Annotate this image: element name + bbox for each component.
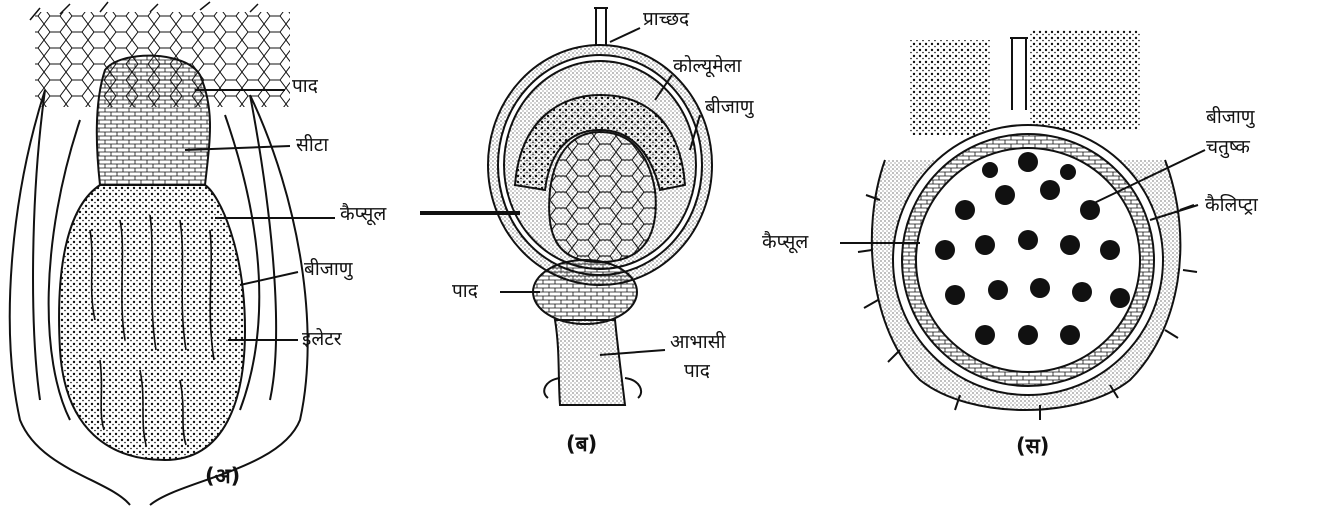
figure-a-drawing bbox=[10, 2, 308, 505]
figure-b-label-spores: बीजाणु bbox=[705, 98, 754, 117]
figure-c-caption: (स) bbox=[1016, 436, 1049, 457]
figure-c-label-spore-tetrad-line2: चतुष्क bbox=[1206, 138, 1250, 157]
figure-b-label-columella: कोल्यूमेला bbox=[673, 57, 741, 76]
figure-a-label-spores: बीजाणु bbox=[304, 260, 353, 279]
figure-b-label-foot: पाद bbox=[452, 282, 478, 301]
figure-c-drawing bbox=[858, 30, 1197, 420]
figure-b-label-pseudopodium-line2: पाद bbox=[684, 362, 710, 381]
figure-a-label-elater: इलेटर bbox=[302, 330, 342, 349]
figure-c-label-capsule: कैप्सूल bbox=[762, 233, 808, 252]
figure-c-label-spore-tetrad-line1: बीजाणु bbox=[1206, 108, 1255, 127]
figure-b-label-pseudopodium-line1: आभासी bbox=[670, 333, 725, 352]
figure-c-label-calyptra: कैलिप्ट्रा bbox=[1205, 196, 1258, 215]
figure-a-label-foot: पाद bbox=[292, 77, 318, 96]
figure-a-label-seta: सीटा bbox=[296, 136, 328, 155]
figure-a-caption: (अ) bbox=[205, 466, 240, 487]
figure-b-caption: (ब) bbox=[566, 434, 597, 455]
figure-a-label-capsule: कैप्सूल bbox=[340, 205, 386, 224]
figure-b-label-operculum: प्राच्छद bbox=[643, 10, 689, 29]
